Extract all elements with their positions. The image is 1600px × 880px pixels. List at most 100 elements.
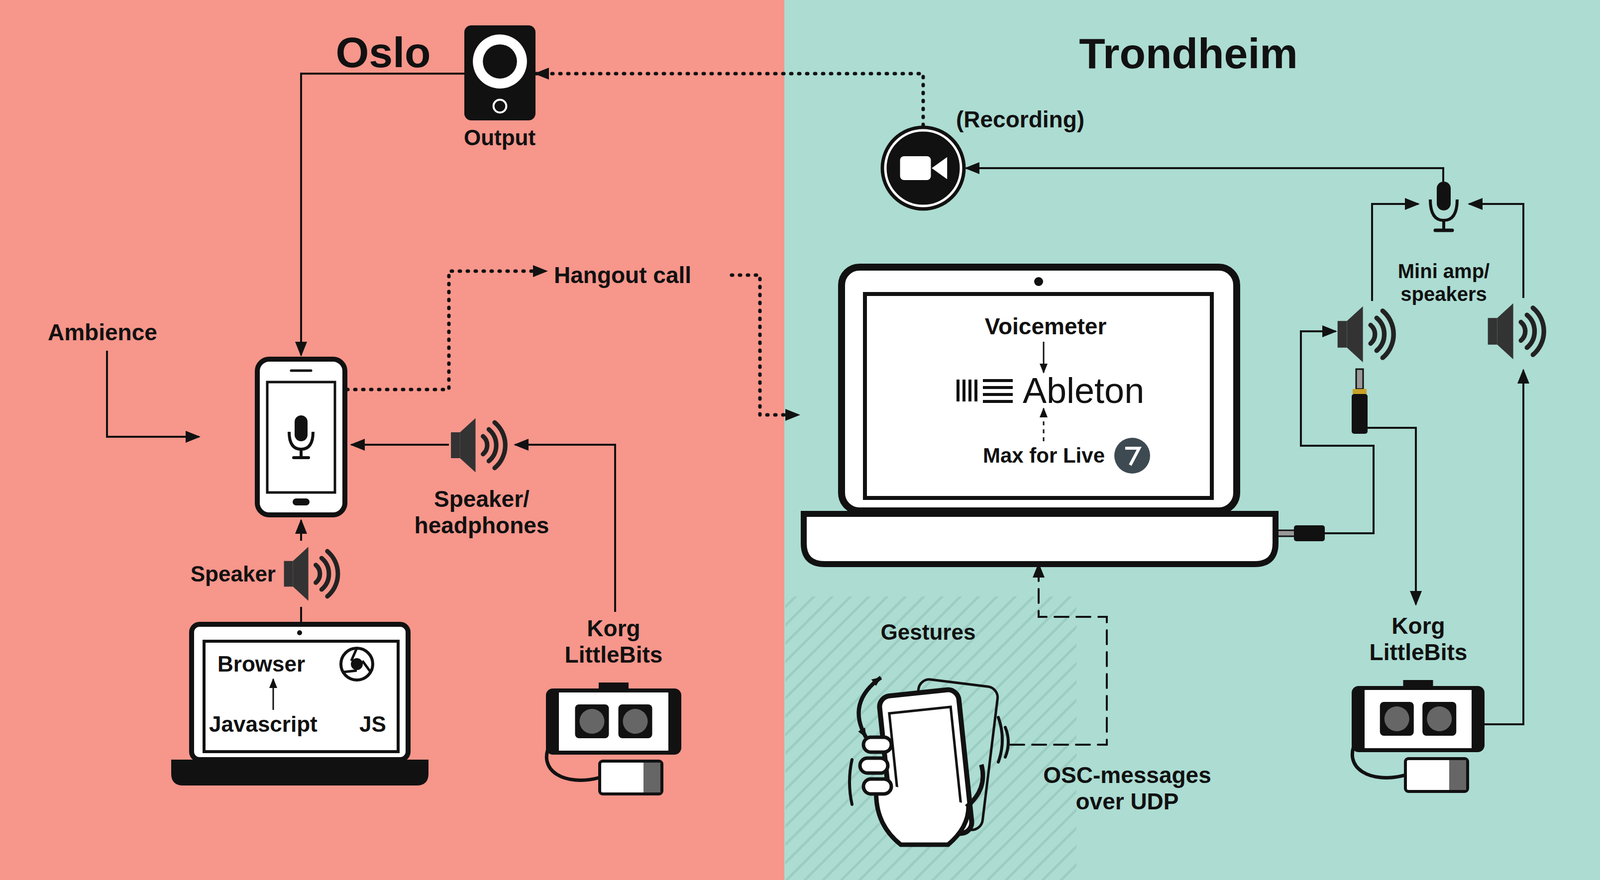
finger (863, 737, 892, 753)
module-knob (1426, 706, 1452, 732)
flow-arrow (1043, 408, 1045, 442)
connectors (301, 73, 1444, 746)
battery (1449, 760, 1467, 791)
audio-jacks (1275, 369, 1368, 542)
oslo-wires (106, 350, 200, 437)
oslo-wires (301, 73, 465, 356)
mini-speakers (1488, 303, 1545, 360)
mini-speakers (1337, 303, 1545, 363)
node-outline (846, 662, 1011, 848)
laptop-lid (191, 624, 409, 760)
annotation: Hangout call (553, 262, 692, 289)
battery-cable (546, 742, 600, 781)
speaker-body (464, 25, 536, 121)
module-knob (1384, 706, 1410, 732)
node-label: Voicemeter (984, 313, 1107, 340)
connector (965, 168, 1444, 182)
camera-disc (881, 126, 965, 211)
oslo-wires (300, 520, 303, 541)
audio-jacks (1352, 389, 1367, 395)
node-outline (464, 25, 536, 121)
speaker-cone (482, 44, 518, 79)
oslo-ground (0, 0, 785, 880)
node-label: Ableton (1022, 370, 1145, 412)
module-knob (1422, 702, 1457, 737)
synth-module: Korg LittleBits (545, 612, 682, 797)
audio-jacks (1351, 394, 1368, 434)
webcam (297, 630, 303, 636)
webcam (1034, 277, 1044, 287)
ableton-logo (982, 379, 1013, 383)
max-logo (1125, 448, 1140, 466)
trondheim-ground (784, 0, 1600, 880)
camera-ring (885, 130, 961, 207)
laptop-base (171, 759, 429, 786)
browser-logo (342, 670, 357, 673)
ableton-logo (968, 379, 972, 402)
synth-module: Korg LittleBits (1351, 609, 1485, 797)
module-knob (623, 709, 648, 735)
hangout-line (346, 271, 547, 390)
phone-icon (257, 359, 345, 516)
laptop-screen (204, 641, 399, 752)
module-knob (1380, 702, 1414, 737)
ableton-logo (962, 379, 966, 402)
phone-icon (257, 359, 345, 516)
phone-icon (299, 449, 303, 457)
node-label: Speaker (190, 561, 276, 588)
ableton-logo (982, 393, 1013, 397)
hatched-area (785, 596, 1077, 880)
ableton-logo (956, 379, 960, 402)
max-logo (1114, 437, 1151, 474)
battery (1405, 758, 1468, 792)
camera-lens (931, 157, 948, 180)
module-face (1364, 690, 1472, 749)
motion-lines (849, 717, 1009, 805)
hangout-line (731, 275, 799, 416)
node-outline (880, 125, 966, 212)
annotation: Ambience (47, 319, 158, 346)
node-label: Max for Live (982, 443, 1105, 468)
trondheim-wires (1300, 331, 1374, 534)
camera-body (900, 156, 932, 181)
module-body (1351, 686, 1485, 753)
phone-icon (294, 415, 308, 442)
node-outline (171, 624, 429, 786)
mic-holder (1430, 199, 1458, 221)
node-label: JS (359, 712, 387, 738)
trondheim-wires (1367, 427, 1416, 605)
edge-label: OSC-messages over UDP (1032, 762, 1222, 816)
node-label: Speaker/ headphones (402, 486, 562, 539)
trondheim-wires (1300, 204, 1524, 725)
module-body (545, 688, 682, 755)
trondheim-wires (1484, 370, 1524, 725)
node-label: Output (463, 125, 536, 151)
node-outline (803, 267, 1276, 565)
phone-icon (293, 456, 309, 460)
node-outline (448, 413, 516, 478)
laptop-base (803, 514, 1276, 565)
oslo-wires (106, 73, 465, 541)
phone-icon (292, 498, 310, 506)
module-knob (574, 704, 609, 739)
node-label: Korg LittleBits (1353, 613, 1484, 666)
node-outline (1426, 181, 1462, 233)
site-title: Oslo (335, 27, 431, 78)
node-label: Javascript (209, 712, 318, 738)
mic-base (1435, 228, 1453, 233)
flow-arrow (1043, 341, 1045, 373)
tweeter (493, 99, 507, 113)
audio-jacks (1356, 369, 1364, 390)
laptop-node: BrowserJavascriptJS (171, 624, 429, 786)
microphone-node: Mini amp/ speakers (1426, 181, 1462, 233)
node-label: Gestures (880, 620, 976, 646)
camera-node: (Recording) (880, 125, 966, 212)
speaker-node: Speaker (282, 540, 347, 608)
finger (859, 758, 888, 774)
flow-arrow (272, 679, 275, 711)
node-label: Korg LittleBits (548, 615, 679, 669)
node-outline (282, 540, 347, 608)
battery-cable (1352, 740, 1406, 778)
battery (599, 761, 662, 795)
